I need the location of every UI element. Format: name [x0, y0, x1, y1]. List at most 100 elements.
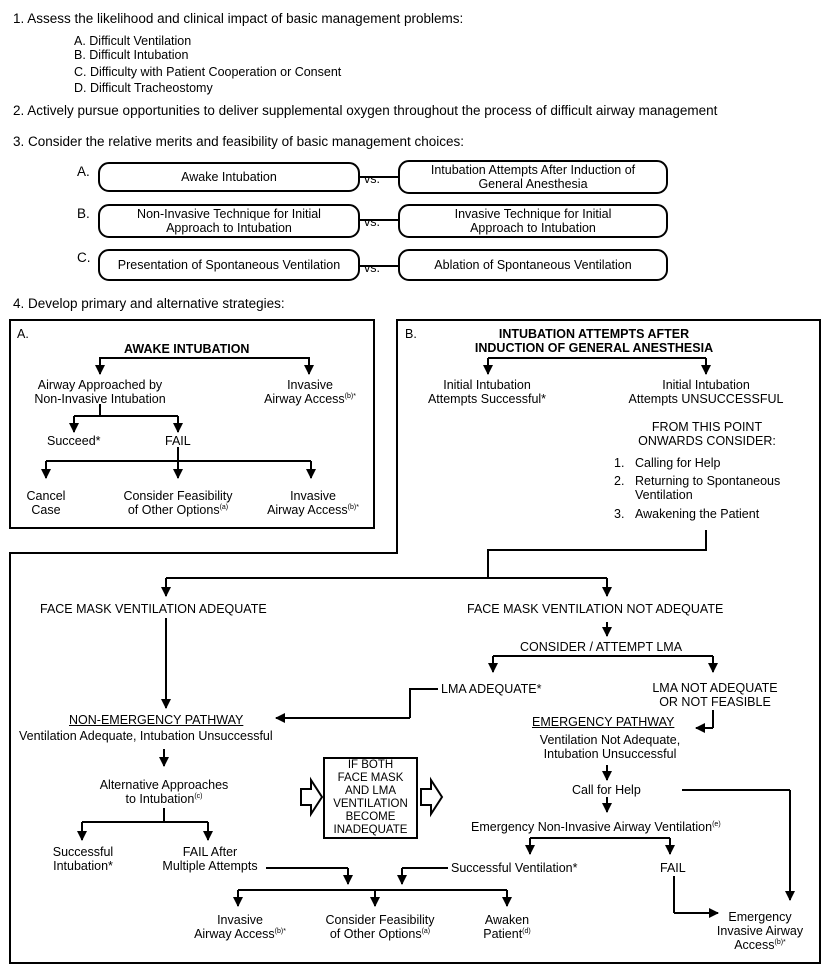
- panel-b-letter: B.: [405, 327, 417, 341]
- panel-b-title-line-1: INTUBATION ATTEMPTS AFTER: [498, 327, 690, 341]
- call-for-help: Call for Help: [572, 783, 641, 797]
- choice-c-letter: C.: [77, 250, 91, 265]
- vs-label: vs.: [364, 215, 380, 229]
- footnote-d: (d): [522, 927, 531, 935]
- consider-item-1-number: 1.: [614, 456, 625, 470]
- step-1-item-d: D. Difficult Tracheostomy: [74, 81, 213, 95]
- alternative-line-2-text: to Intubation: [125, 792, 195, 806]
- panel-a-invasive2-line-2: Airway Access(b)*: [255, 503, 371, 517]
- choice-c-right-line: Ablation of Spontaneous Ventilation: [434, 258, 632, 272]
- emergency-invasive-access: Emergency Invasive Airway Access(b)*: [700, 910, 820, 952]
- fail-multiple-line-1: FAIL After: [182, 845, 238, 859]
- consider-feasibility-other-options: Consider Feasibility of Other Options(a): [310, 913, 450, 941]
- invasive-access-line-2: Airway Access(b)*: [180, 927, 300, 941]
- emergency-invasive-line-1: Emergency: [728, 910, 792, 924]
- if-both-line-5: BECOME: [345, 811, 396, 823]
- choice-b-left-line-1: Non-Invasive Technique for Initial: [137, 207, 321, 221]
- consider-item-2-number: 2.: [614, 474, 625, 488]
- successful-ventilation: Successful Ventilation*: [451, 861, 578, 875]
- panel-b-successful-line-2: Attempts Successful*: [427, 392, 547, 406]
- panel-a-noninvasive-line-1: Airway Approached by: [37, 378, 163, 392]
- emergency-noninvasive-text: Emergency Non-Invasive Airway Ventilatio…: [471, 820, 713, 834]
- panel-a-noninvasive: Airway Approached by Non-Invasive Intuba…: [25, 378, 175, 406]
- choice-b-left-line-2: Approach to Intubation: [166, 221, 292, 235]
- successful-intubation-line-1: Successful: [52, 845, 114, 859]
- panel-a-cancel-case: Cancel Case: [14, 489, 78, 517]
- choice-b-letter: B.: [77, 206, 90, 221]
- lma-not-adequate: LMA NOT ADEQUATE OR NOT FEASIBLE: [640, 681, 790, 709]
- footnote-b: (b)*: [347, 503, 359, 511]
- awaken-line-2-text: Patient: [483, 927, 523, 941]
- invasive-access-line-1: Invasive: [217, 913, 263, 927]
- if-both-line-3: AND LMA: [344, 785, 397, 797]
- consider-item-3: 3. Awakening the Patient: [614, 507, 759, 521]
- choice-invasive: Invasive Technique for Initial Approach …: [398, 204, 668, 238]
- if-both-line-2: FACE MASK: [337, 772, 404, 784]
- footnote-a: (a): [421, 927, 431, 935]
- if-both-line-1: IF BOTH: [347, 759, 394, 771]
- panel-a-invasive-line-2-text: Airway Access: [264, 392, 345, 406]
- panel-a-invasive-access: Invasive Airway Access(b)*: [235, 378, 385, 406]
- choice-a-left-line: Awake Intubation: [181, 170, 277, 184]
- choice-c-left-line: Presentation of Spontaneous Ventilation: [117, 258, 341, 272]
- if-both-inadequate-box: IF BOTH FACE MASK AND LMA VENTILATION BE…: [323, 757, 418, 839]
- invasive-access-line-2-text: Airway Access: [194, 927, 275, 941]
- if-both-line-6: INADEQUATE: [333, 824, 408, 836]
- panel-b-successful: Initial Intubation Attempts Successful*: [412, 378, 562, 406]
- consider-lma: CONSIDER / ATTEMPT LMA: [520, 640, 683, 654]
- emergency-pathway-title: EMERGENCY PATHWAY: [532, 715, 675, 729]
- awaken-line-1: Awaken: [484, 913, 530, 927]
- alternative-line-1: Alternative Approaches: [99, 778, 229, 792]
- step-1-item-c: C. Difficulty with Patient Cooperation o…: [74, 65, 342, 79]
- step-1-item-a: A. Difficult Ventilation: [74, 34, 192, 48]
- footnote-b: (b)*: [274, 927, 286, 935]
- lma-not-line-1: LMA NOT ADEQUATE: [652, 681, 778, 695]
- choice-awake-intubation: Awake Intubation: [98, 162, 360, 192]
- panel-a-letter: A.: [17, 327, 29, 341]
- consider-item-2-text-2: Ventilation: [635, 488, 693, 502]
- panel-b-successful-line-1: Initial Intubation: [443, 378, 531, 392]
- panel-b-from-line-1: FROM THIS POINT: [651, 420, 763, 434]
- footnote-a: (a): [219, 503, 229, 511]
- emergency-invasive-line-2: Invasive Airway: [716, 924, 804, 938]
- panel-a-consider-feasibility: Consider Feasibility of Other Options(a): [108, 489, 248, 517]
- choice-noninvasive: Non-Invasive Technique for Initial Appro…: [98, 204, 360, 238]
- if-both-line-4: VENTILATION: [333, 798, 408, 810]
- consider-options-line-2: of Other Options(a): [310, 927, 450, 941]
- emergency-fail: FAIL: [660, 861, 686, 875]
- panel-a-invasive-line-1: Invasive: [287, 378, 333, 392]
- successful-intubation-line-2: Intubation*: [53, 859, 113, 873]
- emergency-sub-line-2: Intubation Unsuccessful: [543, 747, 677, 761]
- panel-b-unsuccessful: Initial Intubation Attempts UNSUCCESSFUL: [625, 378, 787, 406]
- consider-item-3-number: 3.: [614, 507, 625, 521]
- consider-item-2-text-1: Returning to Spontaneous: [635, 474, 781, 488]
- vs-label: vs.: [364, 172, 380, 186]
- panel-b-title: INTUBATION ATTEMPTS AFTER INDUCTION OF G…: [454, 327, 734, 355]
- footnote-b: (b)*: [774, 938, 786, 946]
- panel-a-consider-line-2-text: of Other Options: [127, 503, 220, 517]
- consider-item-3-text: Awakening the Patient: [635, 507, 760, 521]
- panel-a-title: AWAKE INTUBATION: [124, 342, 250, 356]
- lma-adequate: LMA ADEQUATE*: [441, 682, 542, 696]
- awaken-line-2: Patient(d): [462, 927, 552, 941]
- panel-a-cancel-line-2: Case: [31, 503, 61, 517]
- panel-b-from-this-point: FROM THIS POINT ONWARDS CONSIDER:: [632, 420, 782, 448]
- panel-a-invasive-line-2: Airway Access(b)*: [235, 392, 385, 406]
- step-1-heading: 1. Assess the likelihood and clinical im…: [13, 11, 464, 26]
- footnote-e: (e): [712, 820, 721, 828]
- panel-b-title-line-2: INDUCTION OF GENERAL ANESTHESIA: [474, 341, 714, 355]
- emergency-noninvasive-ventilation: Emergency Non-Invasive Airway Ventilatio…: [471, 820, 721, 834]
- face-mask-not-adequate: FACE MASK VENTILATION NOT ADEQUATE: [467, 602, 724, 616]
- alternative-line-2: to Intubation(c): [84, 792, 244, 806]
- footnote-c: (c): [194, 792, 203, 800]
- panel-a-cancel-line-1: Cancel: [26, 489, 66, 503]
- choice-spontaneous-presentation: Presentation of Spontaneous Ventilation: [98, 249, 360, 281]
- step-4-heading: 4. Develop primary and alternative strat…: [13, 296, 285, 311]
- emergency-sub-line-1: Ventilation Not Adequate,: [539, 733, 681, 747]
- consider-item-2: 2. Returning to Spontaneous Ventilation: [614, 474, 780, 502]
- face-mask-adequate: FACE MASK VENTILATION ADEQUATE: [40, 602, 267, 616]
- emergency-pathway-subtitle: Ventilation Not Adequate, Intubation Uns…: [525, 733, 695, 761]
- lma-not-line-2: OR NOT FEASIBLE: [659, 695, 771, 709]
- consider-options-line-1: Consider Feasibility: [325, 913, 435, 927]
- emergency-invasive-line-3-text: Access: [734, 938, 775, 952]
